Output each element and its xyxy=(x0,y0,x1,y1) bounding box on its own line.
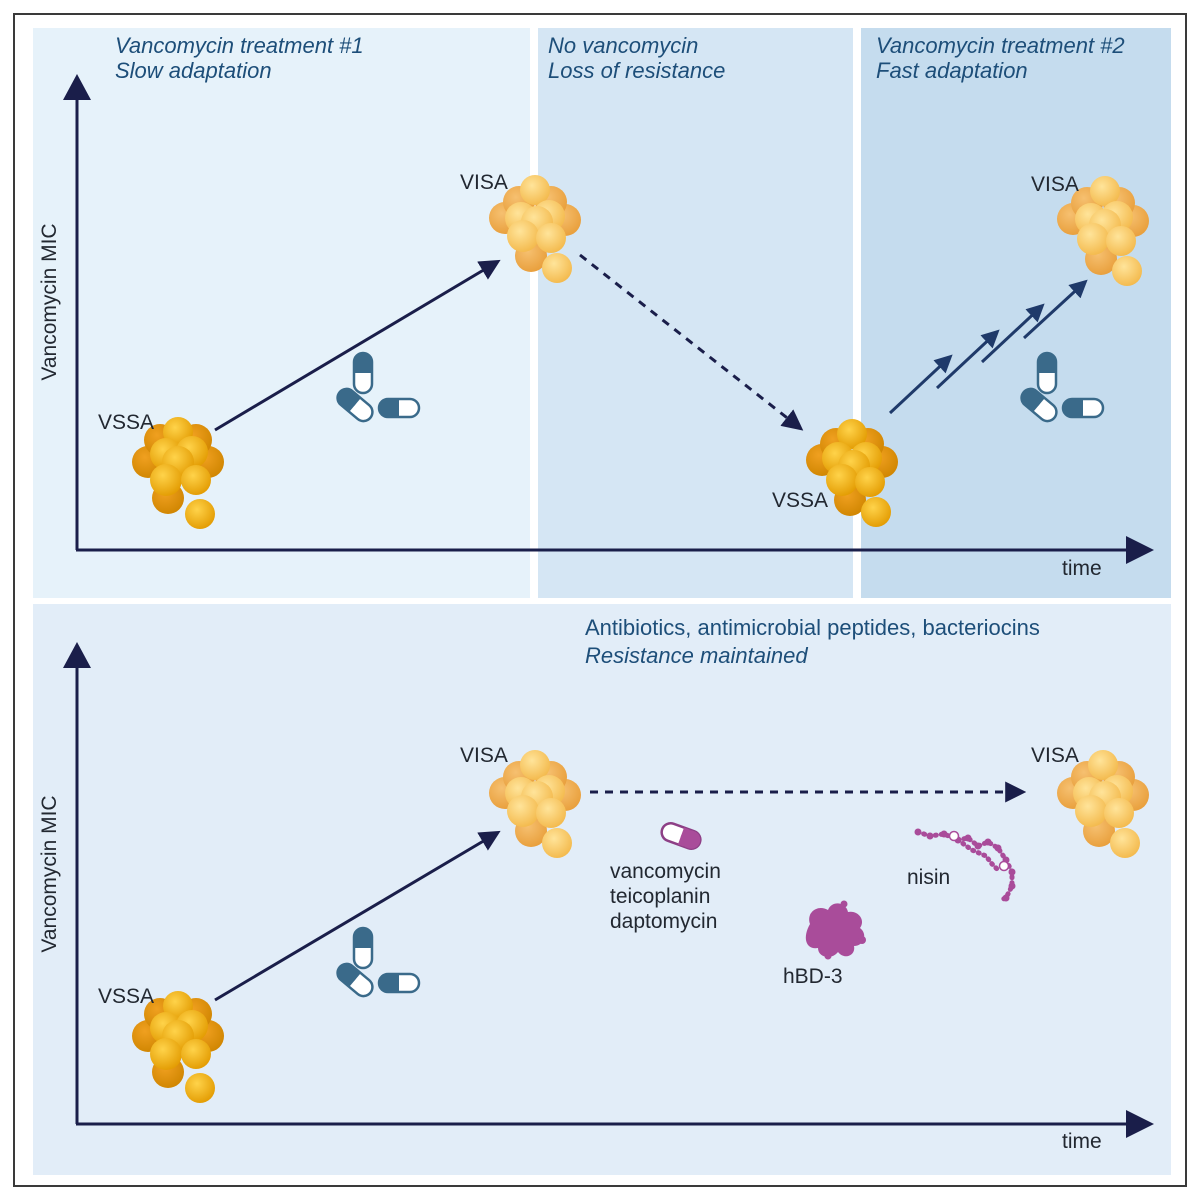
vssa-label: VSSA xyxy=(98,411,155,434)
top-loss-arrow xyxy=(579,253,804,431)
vssa-label: VSSA xyxy=(98,985,155,1008)
phase1-title: Vancomycin treatment #1 xyxy=(115,33,364,58)
fast-arrow-2 xyxy=(935,329,1000,390)
capsule-icon xyxy=(336,962,374,998)
bottom-adaptation-arrow xyxy=(214,830,501,1002)
phase3-title: Vancomycin treatment #2 xyxy=(876,33,1125,58)
bottom-title: Antibiotics, antimicrobial peptides, bac… xyxy=(585,615,1040,640)
phase2-subtitle: Loss of resistance xyxy=(548,58,726,83)
antibiotic-name: teicoplanin xyxy=(610,885,711,908)
bottom-panel xyxy=(33,604,1171,1175)
protein-icon xyxy=(805,900,866,960)
bacteria-cluster-icon xyxy=(489,175,581,283)
fast-arrow-4 xyxy=(1022,279,1088,340)
antibiotic-name: vancomycin xyxy=(610,860,721,883)
bottom-y-axis-label: Vancomycin MIC xyxy=(38,795,61,953)
visa-label: VISA xyxy=(460,171,508,194)
visa-label: VISA xyxy=(460,744,508,767)
bacteriocin-label: nisin xyxy=(907,866,951,889)
antibiotic-name: daptomycin xyxy=(610,910,718,933)
capsule-icon xyxy=(336,387,374,423)
bacteria-cluster-icon xyxy=(806,419,898,527)
top-y-axis-label: Vancomycin MIC xyxy=(38,223,61,381)
bacteria-cluster-icon xyxy=(132,991,224,1103)
top-y-arrowhead xyxy=(63,74,91,100)
capsule-icon xyxy=(1061,397,1105,419)
capsule-icon xyxy=(377,397,421,419)
phase3-subtitle: Fast adaptation xyxy=(876,58,1028,83)
bacteria-cluster-icon xyxy=(132,417,224,529)
capsule-icon xyxy=(1036,351,1058,395)
fast-arrow-3 xyxy=(980,303,1045,364)
top-x-arrowhead xyxy=(1126,536,1154,564)
bacteria-cluster-icon xyxy=(1057,750,1149,858)
fast-arrow-1 xyxy=(888,354,953,415)
bacteria-cluster-icon xyxy=(1057,176,1149,286)
top-x-axis-label: time xyxy=(1062,557,1102,580)
bottom-y-arrowhead xyxy=(63,642,91,668)
top-adaptation-arrow xyxy=(214,259,501,432)
capsule-group-top-1 xyxy=(336,351,421,423)
capsule-icon xyxy=(377,972,421,994)
bottom-x-arrowhead xyxy=(1126,1110,1154,1138)
visa-label: VISA xyxy=(1031,173,1079,196)
visa-label: VISA xyxy=(1031,744,1079,767)
capsule-icon xyxy=(1020,387,1058,423)
capsule-group-bottom xyxy=(336,926,421,998)
bottom-subtitle: Resistance maintained xyxy=(585,643,808,668)
peptide-chain-icon xyxy=(914,828,1016,903)
capsule-group-top-2 xyxy=(1020,351,1105,423)
bottom-x-axis-label: time xyxy=(1062,1130,1102,1153)
top-axes xyxy=(63,74,1154,564)
capsule-icon xyxy=(352,351,374,395)
capsule-icon xyxy=(352,926,374,970)
phase1-subtitle: Slow adaptation xyxy=(115,58,272,83)
figure-frame xyxy=(13,13,1187,1187)
bottom-axes xyxy=(63,642,1154,1138)
bacteria-cluster-icon xyxy=(489,750,581,858)
phase2-title: No vancomycin xyxy=(548,33,699,58)
phase3-panel xyxy=(861,28,1171,598)
phase1-panel xyxy=(33,28,530,598)
phase2-panel xyxy=(538,28,853,598)
vssa-label: VSSA xyxy=(772,489,829,512)
capsule-icon xyxy=(660,821,702,851)
peptide-label: hBD-3 xyxy=(783,965,843,988)
